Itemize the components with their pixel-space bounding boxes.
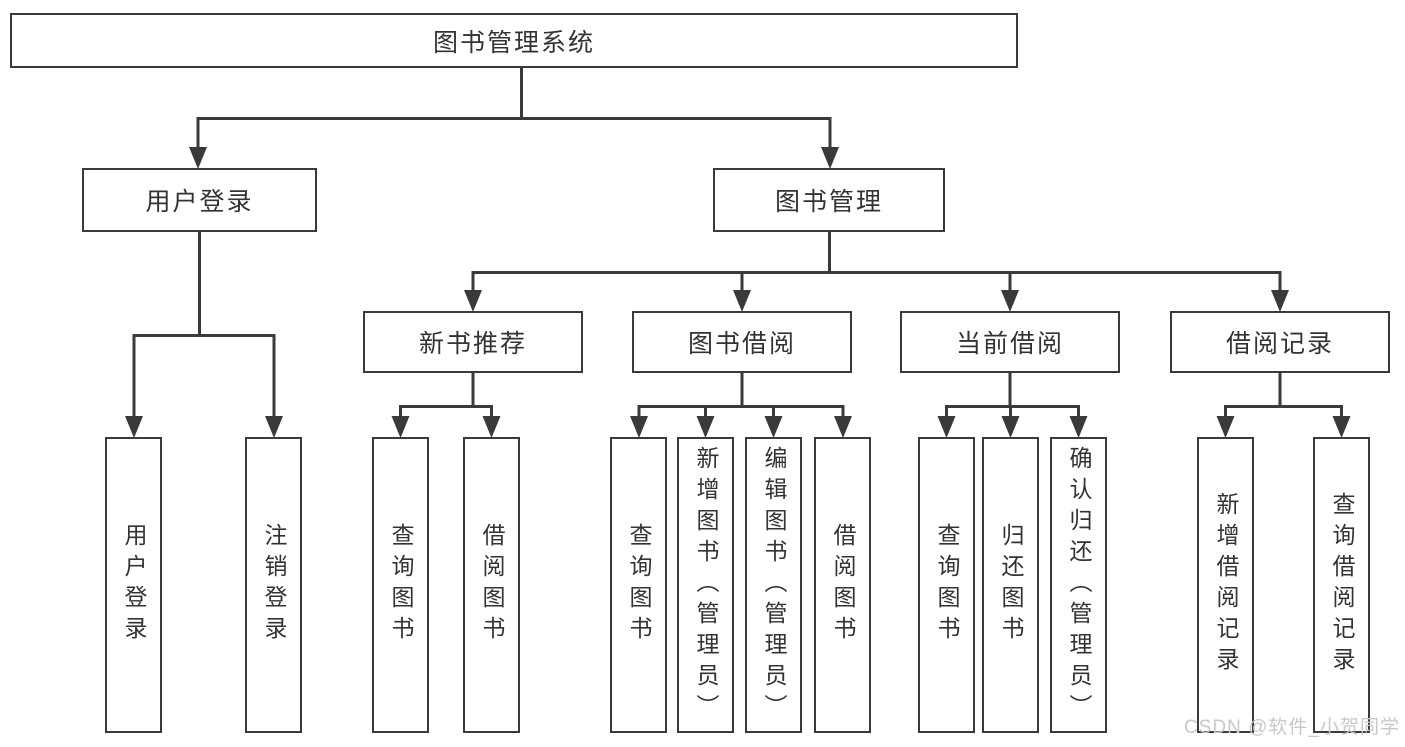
node-current-borrowing-label: 当前借阅 [955, 330, 1064, 358]
leaf-query-borrow-record: 查询借阅记录 [1313, 437, 1370, 733]
leaf-logout-label: 注销登录 [261, 523, 287, 647]
arrow-down-icon [1271, 290, 1289, 312]
leaf-query-books-current-label: 查询图书 [934, 523, 960, 647]
node-new-book-recommend-label: 新书推荐 [418, 330, 527, 358]
node-root-label: 图书管理系统 [432, 28, 595, 57]
leaf-add-borrow-record: 新增借阅记录 [1197, 437, 1254, 733]
leaf-add-books-admin-label: 新增图书（管理员） [693, 445, 719, 725]
arrow-down-icon [733, 290, 751, 312]
arrow-down-icon [834, 416, 852, 438]
arrow-down-icon [125, 416, 143, 438]
leaf-logout: 注销登录 [245, 437, 302, 733]
leaf-query-borrow-record-label: 查询借阅记录 [1329, 492, 1355, 678]
arrow-down-icon [821, 147, 839, 169]
arrow-down-icon [1069, 416, 1088, 438]
node-current-borrowing: 当前借阅 [900, 311, 1120, 373]
node-borrowing-records: 借阅记录 [1170, 311, 1390, 373]
node-book-management: 图书管理 [713, 168, 945, 232]
arrow-down-icon [265, 416, 283, 438]
node-book-management-label: 图书管理 [774, 188, 883, 216]
arrow-down-icon [482, 416, 501, 438]
leaf-user-login: 用户登录 [105, 437, 162, 733]
arrow-down-icon [1332, 416, 1351, 438]
leaf-borrow-books-borrowing: 借阅图书 [814, 437, 871, 733]
leaf-return-books-label: 归还图书 [998, 523, 1024, 647]
leaf-edit-books-admin: 编辑图书（管理员） [745, 437, 802, 733]
arrow-down-icon [391, 416, 410, 438]
leaf-confirm-return-admin-label: 确认归还（管理员） [1066, 445, 1092, 725]
arrow-icons [125, 147, 1351, 438]
node-new-book-recommend: 新书推荐 [363, 311, 583, 373]
leaf-query-books-borrowing-label: 查询图书 [626, 523, 652, 647]
arrow-down-icon [630, 416, 648, 438]
connector-segments [132, 68, 1343, 419]
leaf-borrow-books-recommend: 借阅图书 [463, 437, 520, 733]
node-borrowing-records-label: 借阅记录 [1225, 330, 1334, 358]
leaf-query-books-recommend: 查询图书 [372, 437, 429, 733]
node-book-borrowing-label: 图书借阅 [687, 330, 796, 358]
leaf-add-books-admin: 新增图书（管理员） [677, 437, 734, 733]
arrow-down-icon [1216, 416, 1235, 438]
watermark: CSDN @软件_小贺同学 [1184, 717, 1400, 738]
leaf-return-books: 归还图书 [982, 437, 1039, 733]
arrow-down-icon [937, 416, 956, 438]
leaf-borrow-books-recommend-label: 借阅图书 [479, 523, 505, 647]
node-user-login: 用户登录 [82, 168, 317, 232]
arrow-down-icon [464, 290, 482, 312]
arrow-down-icon [1001, 416, 1020, 438]
leaf-query-books-current: 查询图书 [918, 437, 975, 733]
arrow-down-icon [1001, 290, 1019, 312]
leaf-add-borrow-record-label: 新增借阅记录 [1213, 492, 1239, 678]
node-user-login-label: 用户登录 [145, 188, 254, 216]
leaf-user-login-label: 用户登录 [121, 523, 147, 647]
leaf-query-books-recommend-label: 查询图书 [388, 523, 414, 647]
leaf-query-books-borrowing: 查询图书 [610, 437, 667, 733]
arrow-down-icon [189, 147, 207, 169]
arrow-down-icon [764, 416, 783, 438]
arrow-down-icon [696, 416, 715, 438]
leaf-confirm-return-admin: 确认归还（管理员） [1050, 437, 1107, 733]
node-root: 图书管理系统 [10, 13, 1018, 68]
leaf-borrow-books-borrowing-label: 借阅图书 [830, 523, 856, 647]
leaf-edit-books-admin-label: 编辑图书（管理员） [761, 445, 787, 725]
node-book-borrowing: 图书借阅 [632, 311, 852, 373]
